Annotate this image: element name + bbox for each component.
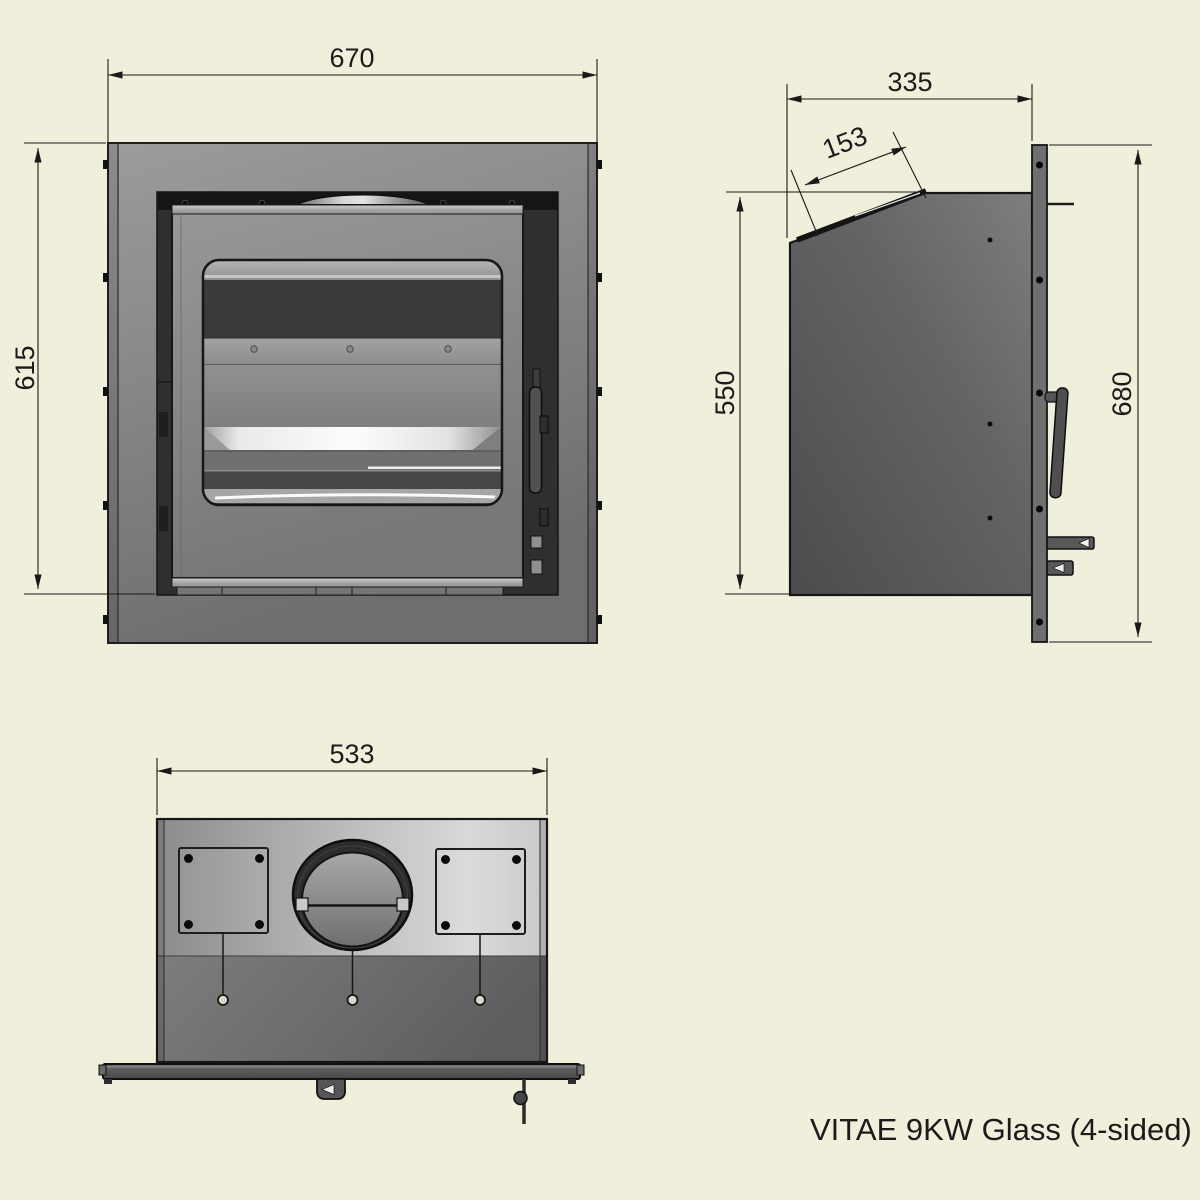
top-left-flange: [157, 819, 164, 1062]
dimension-front-height: 615: [10, 142, 155, 595]
front-left-flange: [108, 143, 118, 643]
side-body-holes: [987, 237, 993, 521]
dim-label-670: 670: [329, 43, 374, 73]
top-view: 533: [98, 739, 585, 1124]
top-right-cover-plate: [435, 848, 526, 935]
top-left-cover-plate: [178, 847, 269, 934]
side-view: 335 153 550 680: [710, 67, 1152, 643]
top-right-rod: [513, 1079, 528, 1124]
top-plate-outline: [155, 817, 549, 1064]
front-right-flange: [588, 143, 597, 643]
dimension-side-depth: 335: [786, 67, 1033, 238]
door-glass: [203, 260, 502, 505]
side-lower-tab: [1046, 560, 1074, 576]
dim-label-533: 533: [329, 739, 374, 769]
dimension-frame-height: 680: [1049, 144, 1152, 643]
dim-label-550: 550: [710, 370, 740, 415]
drawing-title: VITAE 9KW Glass (4-sided): [810, 1112, 1192, 1147]
door-hinge-lower: [159, 506, 168, 531]
dimension-front-width: 670: [107, 43, 598, 142]
dimension-top-width: 533: [156, 739, 548, 815]
side-frame-screws: [1036, 161, 1043, 626]
top-center-latch-tab: [316, 1078, 346, 1100]
front-mounting-tabs: [103, 160, 602, 624]
front-view: 670 615: [10, 43, 602, 644]
door-bottom-rail: [171, 577, 524, 588]
side-latch-rod: [1046, 536, 1095, 550]
top-right-flange: [540, 819, 547, 1062]
door-hinge-upper: [159, 412, 168, 437]
door-handle-front: [528, 368, 549, 575]
side-slope-rail: [796, 188, 927, 243]
glass-frame: [201, 258, 504, 507]
damper-tab-right: [396, 897, 410, 912]
side-body: [788, 191, 1034, 597]
door-bottom-segments: [176, 586, 504, 596]
dimension-body-height: 550: [710, 191, 922, 595]
damper-tab-left: [295, 897, 309, 912]
dim-label-680: 680: [1107, 371, 1137, 416]
dim-label-615: 615: [10, 345, 40, 390]
pull-cord-rings: [217, 994, 486, 1006]
side-slope-highlight: [854, 192, 921, 217]
pull-cords: [222, 933, 481, 995]
side-door-handle: [1044, 387, 1069, 499]
dim-label-335: 335: [887, 67, 932, 97]
flue-collar: [291, 838, 414, 952]
door-top-rail: [171, 204, 524, 215]
